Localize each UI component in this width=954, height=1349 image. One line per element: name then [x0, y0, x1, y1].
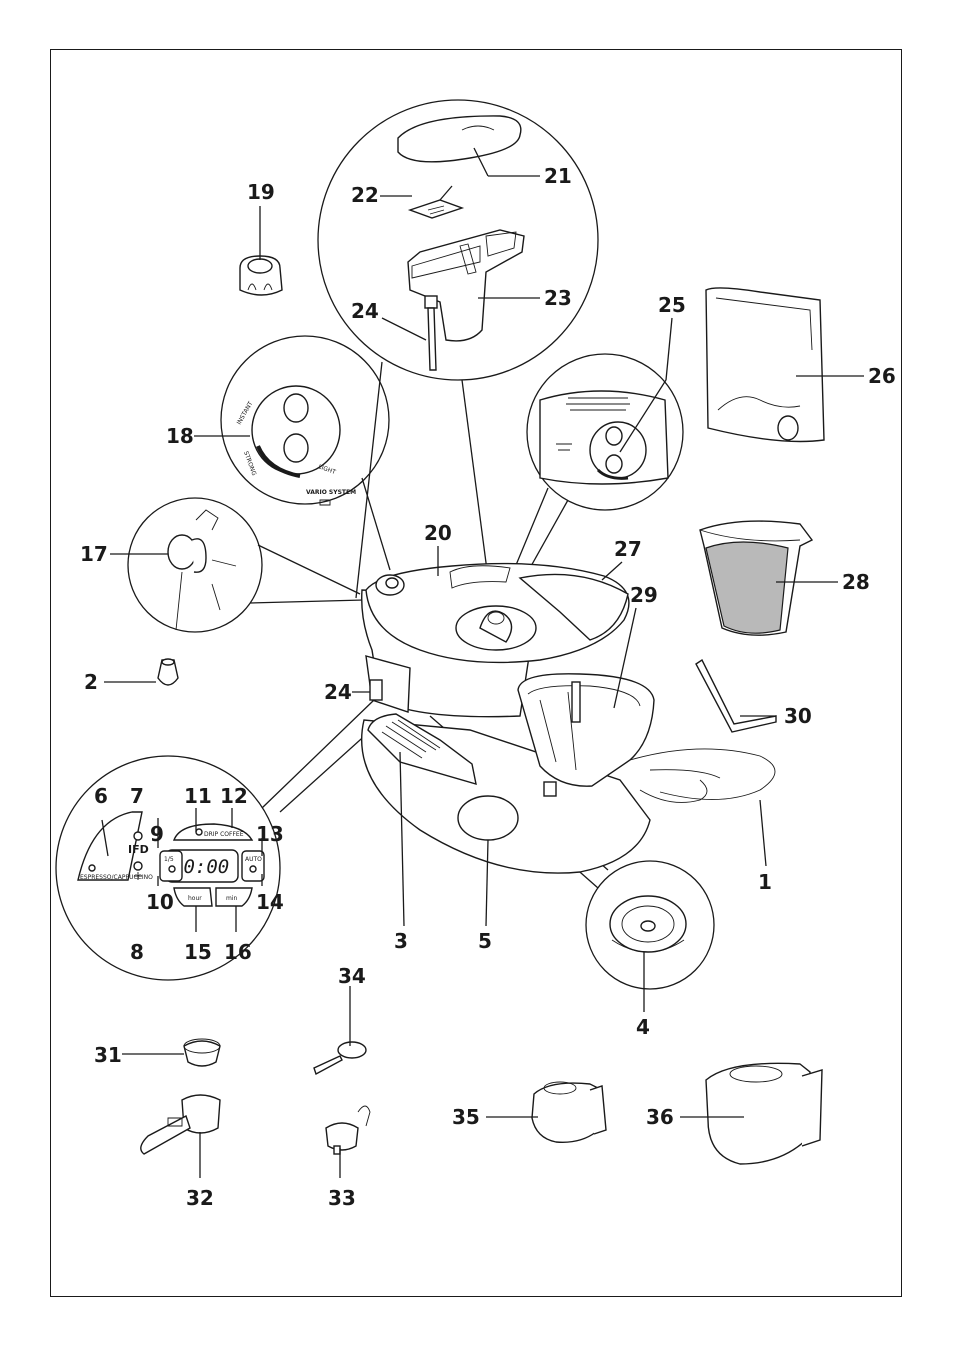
ifd-label: IFD: [128, 843, 149, 856]
knob-label-strong: STRONG: [242, 450, 257, 477]
figure-border: [50, 49, 902, 1297]
part-2-cap: [157, 658, 179, 686]
espresso-cappuccino-label: ESPRESSO/CAPPUCCINO: [80, 874, 153, 881]
drip-coffee-label: DRIP COFFEE: [204, 831, 244, 838]
part-31-filter-basket: [183, 1038, 221, 1067]
part-35-small-carafe: [531, 1081, 607, 1143]
part-26-water-tank: [705, 287, 825, 443]
callout-32: 32: [186, 1186, 214, 1210]
hour-button-label: hour: [188, 895, 202, 902]
callout-26: 26: [868, 364, 896, 388]
callout-24-top: 24: [351, 299, 379, 323]
callout-29: 29: [630, 583, 658, 607]
callout-7: 7: [130, 784, 144, 808]
magnifier-keypad: ESPRESSO/CAPPUCCINO IFD DRIP COFFEE 00:0…: [55, 699, 381, 981]
part-34-measuring-spoon: [313, 1041, 367, 1076]
callout-27: 27: [614, 537, 642, 561]
button-1-5-label: 1/5: [164, 856, 174, 863]
callout-13: 13: [256, 822, 284, 846]
callout-30: 30: [784, 704, 812, 728]
min-button-label: min: [226, 895, 238, 902]
callout-17: 17: [80, 542, 108, 566]
callout-5: 5: [478, 929, 492, 953]
callout-25: 25: [658, 293, 686, 317]
callout-18: 18: [166, 424, 194, 448]
callout-22: 22: [351, 183, 379, 207]
callout-23: 23: [544, 286, 572, 310]
callout-14: 14: [256, 890, 284, 914]
callout-4: 4: [636, 1015, 650, 1039]
magnifier-top-parts: [317, 99, 599, 599]
magnifier-control-25: [493, 353, 684, 619]
callout-6: 6: [94, 784, 108, 808]
part-36-large-carafe: [705, 1062, 823, 1165]
part-19-knob: [239, 255, 283, 296]
callout-8: 8: [130, 940, 144, 964]
callout-11: 11: [184, 784, 212, 808]
callout-24: 24: [324, 680, 352, 704]
callout-15: 15: [184, 940, 212, 964]
part-33-frother: [325, 1105, 371, 1155]
knob-label-light: LIGHT: [317, 463, 337, 476]
callout-3: 3: [394, 929, 408, 953]
callout-35: 35: [452, 1105, 480, 1129]
leader-lines: [101, 147, 864, 1178]
callout-9: 9: [150, 822, 164, 846]
callout-33: 33: [328, 1186, 356, 1210]
knob-label-vario: VARIO SYSTEM: [306, 489, 356, 496]
part-28-filter-carafe: [699, 520, 814, 636]
callout-20: 20: [424, 521, 452, 545]
knob-label-instant: INSTANT: [236, 400, 255, 426]
callout-1: 1: [758, 870, 772, 894]
button-auto-label: AUTO: [245, 856, 262, 863]
part-32-portafilter: [140, 1094, 221, 1155]
clock-display: 00:00: [172, 856, 229, 878]
callout-28: 28: [842, 570, 870, 594]
callout-21: 21: [544, 164, 572, 188]
callout-36: 36: [646, 1105, 674, 1129]
callout-16: 16: [224, 940, 252, 964]
magnifier-valve-17: [127, 497, 365, 633]
magnifier-knob-18: INSTANT STRONG LIGHT VARIO SYSTEM: [220, 335, 391, 571]
callout-12: 12: [220, 784, 248, 808]
coffee-machine-body: [360, 562, 776, 874]
callout-numbers: 19 21 22 23 24 25 26 18 20 27 17 28 29 2…: [80, 164, 896, 1210]
part-30-tongs: [695, 658, 777, 733]
callout-10: 10: [146, 890, 174, 914]
callout-19: 19: [247, 180, 275, 204]
callout-2: 2: [84, 670, 98, 694]
callout-34: 34: [338, 964, 366, 988]
callout-31: 31: [94, 1043, 122, 1067]
